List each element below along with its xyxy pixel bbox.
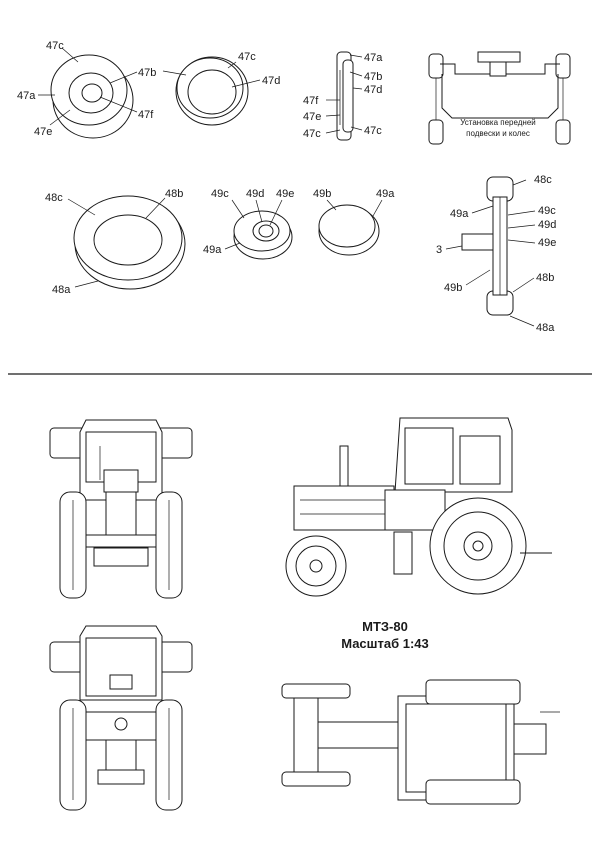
label-49e: 49e (276, 188, 294, 200)
label-48c-2: 48c (534, 174, 552, 186)
label-47c-3: 47c (303, 128, 321, 140)
label-48b-2: 48b (536, 272, 554, 284)
label-48a-2: 48a (536, 322, 555, 334)
tractor-front-view (49, 419, 193, 599)
tractor-top-view (281, 679, 560, 805)
label-48b: 48b (165, 188, 183, 200)
part-47-labels: 47c 47a 47e 47b 47f 47c 47d 47a 47b 47d … (17, 40, 383, 140)
label-47b: 47b (138, 67, 156, 79)
label-47c-2: 47c (238, 51, 256, 63)
label-47f-2: 47f (303, 95, 319, 107)
part-48-tire (73, 195, 186, 290)
label-49b-2: 49b (444, 282, 462, 294)
label-47a: 47a (17, 90, 36, 102)
label-47c: 47c (46, 40, 64, 52)
label-47d: 47d (262, 75, 280, 87)
label-49a-3: 49a (450, 208, 469, 220)
model-name: МТЗ-80 (362, 619, 408, 634)
front-axle-assembly: Установка передней подвески и колес (428, 51, 571, 145)
tractor-side-view (285, 417, 552, 597)
label-49a: 49a (203, 244, 222, 256)
label-49d: 49d (246, 188, 264, 200)
part-47-wheel-side (336, 51, 354, 141)
label-47a-2: 47a (364, 52, 383, 64)
label-47b-2: 47b (364, 71, 382, 83)
label-48c: 48c (45, 192, 63, 204)
label-47f: 47f (138, 109, 154, 121)
part-47-wheel-angled (50, 54, 134, 139)
label-47e-2: 47e (303, 111, 321, 123)
part-49-cap (318, 204, 380, 256)
label-3: 3 (436, 244, 442, 256)
label-49a-2: 49a (376, 188, 395, 200)
label-49c-2: 49c (538, 205, 556, 217)
caption-line-2: подвески и колес (466, 129, 530, 138)
part-49-hub (233, 210, 293, 260)
scale-label: Масштаб 1:43 (341, 636, 429, 651)
tractor-rear-view (49, 625, 193, 811)
label-48a: 48a (52, 284, 71, 296)
label-47e: 47e (34, 126, 52, 138)
label-47c-4: 47c (364, 125, 382, 137)
part-47-wheel-back (175, 56, 249, 126)
wheel-assembly-side: 48c 49a 49c 49d 3 49e 49b 48b 48a (436, 174, 556, 334)
label-49d-2: 49d (538, 219, 556, 231)
label-49e-2: 49e (538, 237, 556, 249)
part-48-49-labels: 48c 48b 48a 49c 49d 49e 49a 49b 49a (45, 188, 395, 296)
label-49b: 49b (313, 188, 331, 200)
caption-line-1: Установка передней (460, 118, 536, 127)
label-47d-2: 47d (364, 84, 382, 96)
label-49c: 49c (211, 188, 229, 200)
